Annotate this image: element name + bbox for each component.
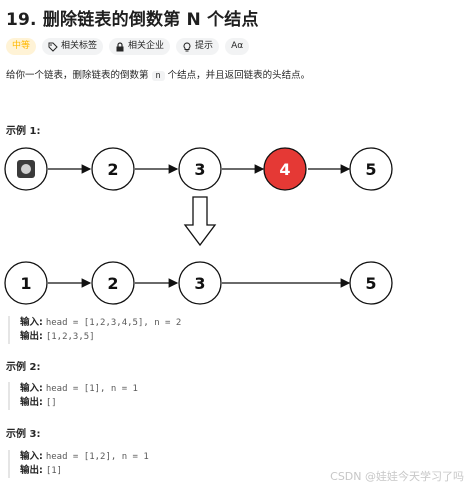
font-toggle-button[interactable]: Aα	[225, 38, 250, 55]
node-before-2: 2	[91, 147, 135, 191]
node-after-3-label: 3	[194, 274, 205, 293]
difficulty-badge[interactable]: 中等	[6, 38, 37, 55]
example-3-output-label: 输出:	[20, 465, 43, 476]
node-after-3: 3	[178, 261, 222, 305]
node-before-5: 5	[349, 147, 393, 191]
node-after-1: 1	[4, 261, 48, 305]
example-2-title: 示例 2:	[6, 362, 41, 373]
problem-title: 19. 删除链表的倒数第 N 个结点	[6, 10, 259, 30]
node-before-5-label: 5	[365, 160, 376, 179]
tag-bar: 中等 相关标签 相关企业 提示 Aα	[6, 38, 250, 55]
node-after-1-label: 1	[20, 274, 31, 293]
description-suffix: 个结点，并且返回链表的头结点。	[164, 70, 311, 81]
node-before-1	[4, 147, 48, 191]
hint-label: 提示	[195, 41, 214, 51]
example-1-output-label: 输出:	[20, 331, 43, 342]
example-1-block: 输入: head = [1,2,3,4,5], n = 2 输出: [1,2,3…	[8, 316, 181, 344]
example-3-input-value: head = [1,2], n = 1	[45, 452, 149, 462]
node-before-4-removed: 4	[263, 147, 307, 191]
description-prefix: 给你一个链表，删除链表的倒数第	[6, 70, 152, 81]
example-2-input-value: head = [1], n = 1	[45, 384, 138, 394]
related-tags-button[interactable]: 相关标签	[42, 38, 104, 55]
font-toggle-label: Aα	[231, 41, 244, 51]
problem-description: 给你一个链表，删除链表的倒数第 n 个结点，并且返回链表的头结点。	[6, 67, 310, 81]
node-after-2: 2	[91, 261, 135, 305]
example-2-block: 输入: head = [1], n = 1 输出: []	[8, 382, 138, 410]
node-before-3-label: 3	[194, 160, 205, 179]
down-arrow-icon	[183, 196, 217, 247]
example-2-output-value: []	[45, 398, 57, 408]
linked-list-diagram: 2 3 4 5 1 2 3 5	[4, 147, 393, 305]
node-after-2-label: 2	[107, 274, 118, 293]
example-3-input-label: 输入:	[20, 451, 43, 462]
node-after-5-label: 5	[365, 274, 376, 293]
node-before-2-label: 2	[107, 160, 118, 179]
node-before-3: 3	[178, 147, 222, 191]
tag-icon	[48, 42, 58, 52]
example-1-title: 示例 1:	[6, 126, 41, 137]
related-companies-label: 相关企业	[128, 41, 165, 51]
example-1-input-label: 输入:	[20, 317, 43, 328]
watermark: CSDN @娃娃今天学习了吗	[330, 470, 464, 483]
example-3-output-value: [1]	[45, 466, 63, 476]
lightbulb-icon	[183, 41, 191, 51]
example-2-input-label: 输入:	[20, 383, 43, 394]
related-companies-button[interactable]: 相关企业	[109, 38, 171, 55]
example-1-input-value: head = [1,2,3,4,5], n = 2	[45, 318, 182, 328]
hint-button[interactable]: 提示	[176, 38, 220, 55]
example-3-title: 示例 3:	[6, 429, 41, 440]
description-code: n	[151, 71, 165, 81]
difficulty-label: 中等	[12, 41, 31, 51]
example-3-block: 输入: head = [1,2], n = 1 输出: [1]	[8, 450, 149, 478]
lock-icon	[116, 41, 124, 51]
example-1-output-value: [1,2,3,5]	[45, 332, 95, 342]
node-after-5: 5	[349, 261, 393, 305]
node-before-4-label: 4	[279, 160, 290, 179]
related-tags-label: 相关标签	[61, 41, 98, 51]
example-2-output-label: 输出:	[20, 397, 43, 408]
